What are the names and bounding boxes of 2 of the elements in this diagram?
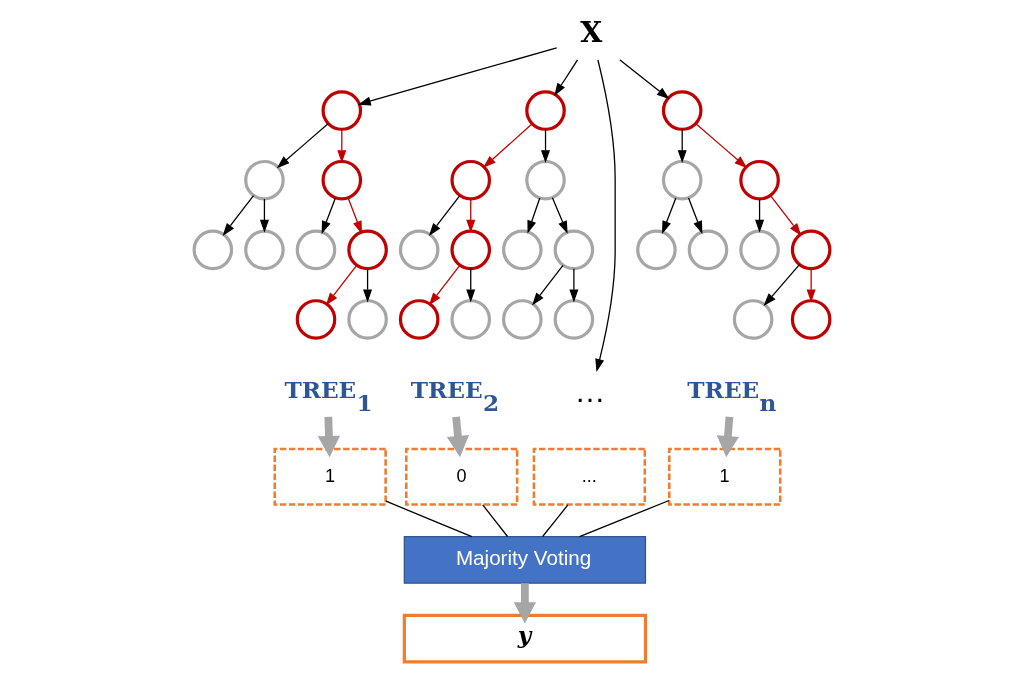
node-text: X (580, 15, 603, 50)
node-text: … (574, 373, 606, 409)
